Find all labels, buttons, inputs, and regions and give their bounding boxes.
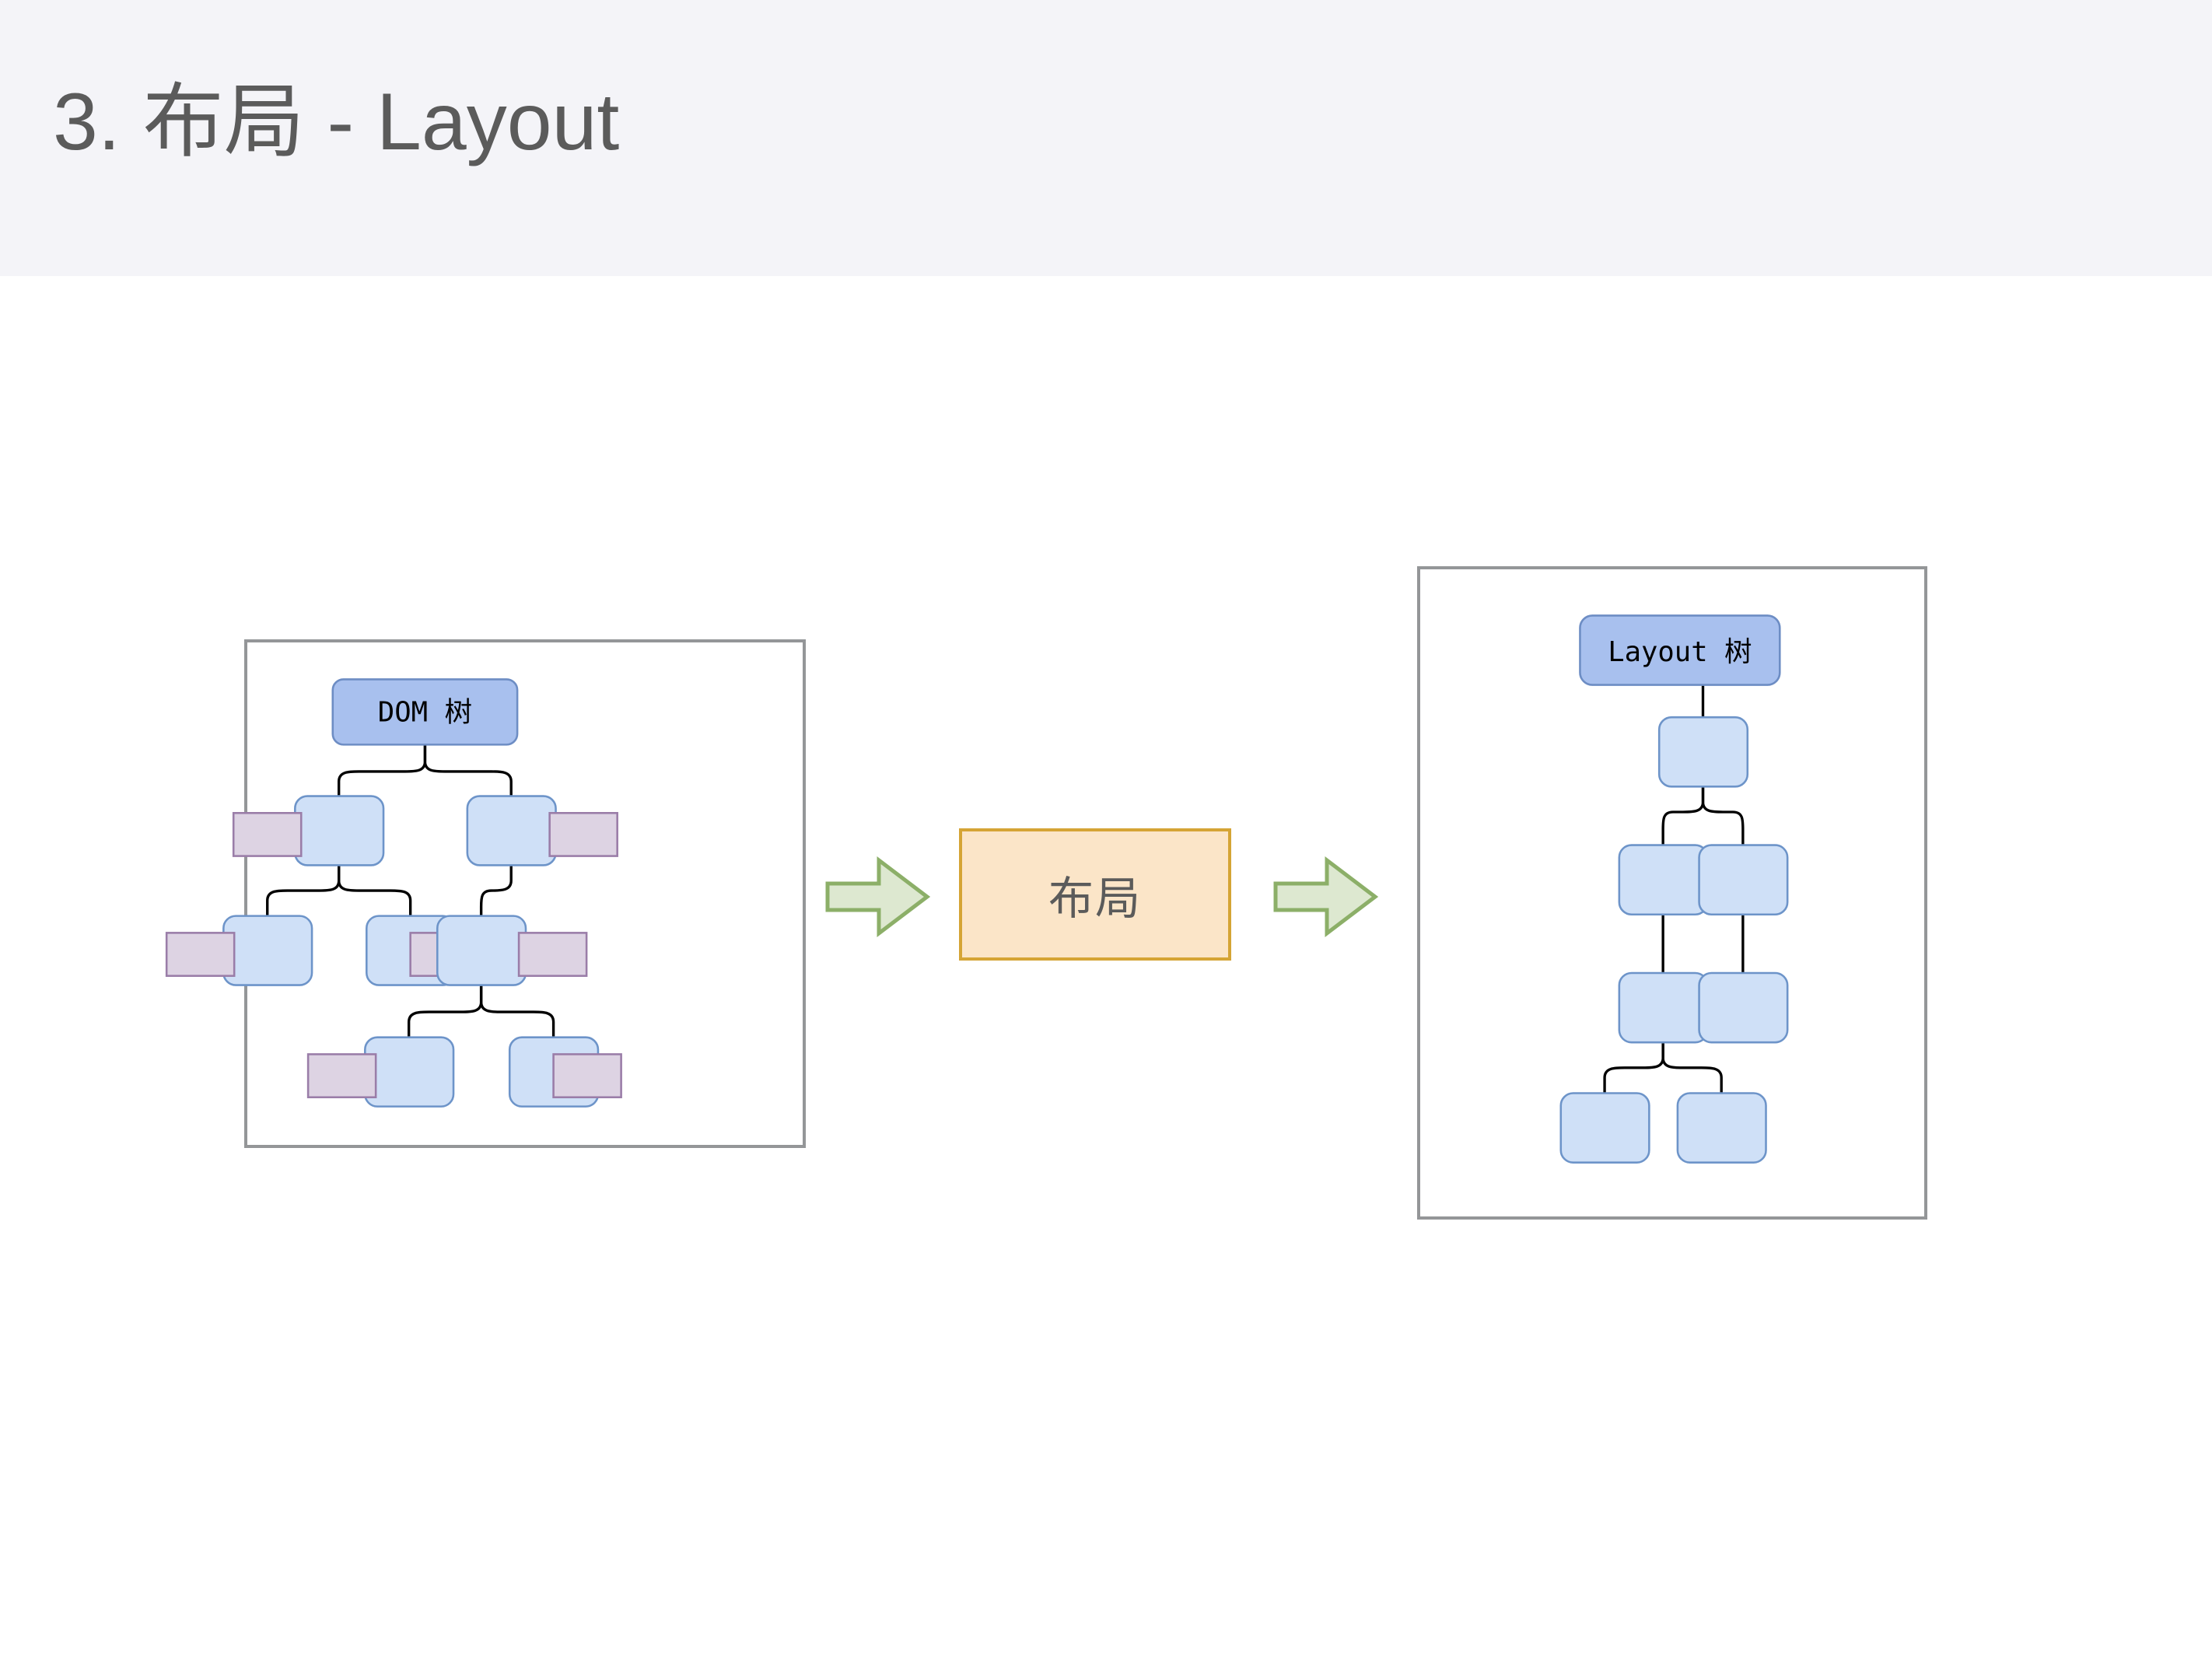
dom-tree-root-label: DOM 树: [378, 697, 472, 729]
dom-tree-root-node[interactable]: DOM 树: [331, 678, 519, 746]
layout-tree-root-label: Layout 树: [1608, 636, 1752, 668]
layout-tree-node[interactable]: [1618, 971, 1709, 1044]
layout-tree-node[interactable]: [1657, 716, 1749, 788]
dom-tree-node[interactable]: [232, 795, 385, 866]
process-step-label: 布局: [1048, 873, 1142, 924]
dom-tree-node[interactable]: [508, 1036, 622, 1108]
slide-body: .nfill { fill:#cfe0f7; stroke:#6d94c9; s…: [0, 276, 2212, 1659]
dom-tree-panel: .nfill { fill:#cfe0f7; stroke:#6d94c9; s…: [165, 639, 806, 1148]
slide-header: 3. 布局 - Layout: [0, 0, 2212, 276]
layout-tree-node[interactable]: [1559, 1092, 1650, 1164]
style-box: [165, 932, 236, 977]
layout-tree-node[interactable]: [1698, 844, 1789, 916]
layout-tree-diagram: .lnfill { fill:#cfe0f7; stroke:#6d94c9; …: [1559, 614, 1789, 1164]
layout-tree-root-node[interactable]: Layout 树: [1579, 614, 1781, 686]
dom-tree-node[interactable]: [436, 915, 588, 986]
page-title: 3. 布局 - Layout: [53, 77, 620, 167]
style-box: [306, 1053, 377, 1099]
dom-tree-node[interactable]: [165, 915, 313, 986]
process-step-box[interactable]: 布局: [959, 828, 1231, 961]
arrow-right-icon: [825, 856, 931, 938]
layout-tree-node[interactable]: [1698, 971, 1789, 1044]
arrow-right-icon: [1273, 856, 1379, 938]
dom-tree-node[interactable]: [466, 795, 618, 866]
style-box: [517, 932, 588, 977]
layout-tree-panel: .lnfill { fill:#cfe0f7; stroke:#6d94c9; …: [1417, 566, 1927, 1220]
dom-tree-node[interactable]: [306, 1036, 455, 1108]
layout-tree-node[interactable]: [1676, 1092, 1767, 1164]
style-box: [548, 812, 618, 857]
style-box: [552, 1053, 622, 1099]
dom-tree-diagram: .nfill { fill:#cfe0f7; stroke:#6d94c9; s…: [165, 678, 622, 1108]
style-box: [232, 812, 303, 857]
layout-tree-node[interactable]: [1618, 844, 1709, 916]
arrow-right-icon-out: [1271, 854, 1380, 940]
arrow-right-icon-in: [823, 854, 932, 940]
